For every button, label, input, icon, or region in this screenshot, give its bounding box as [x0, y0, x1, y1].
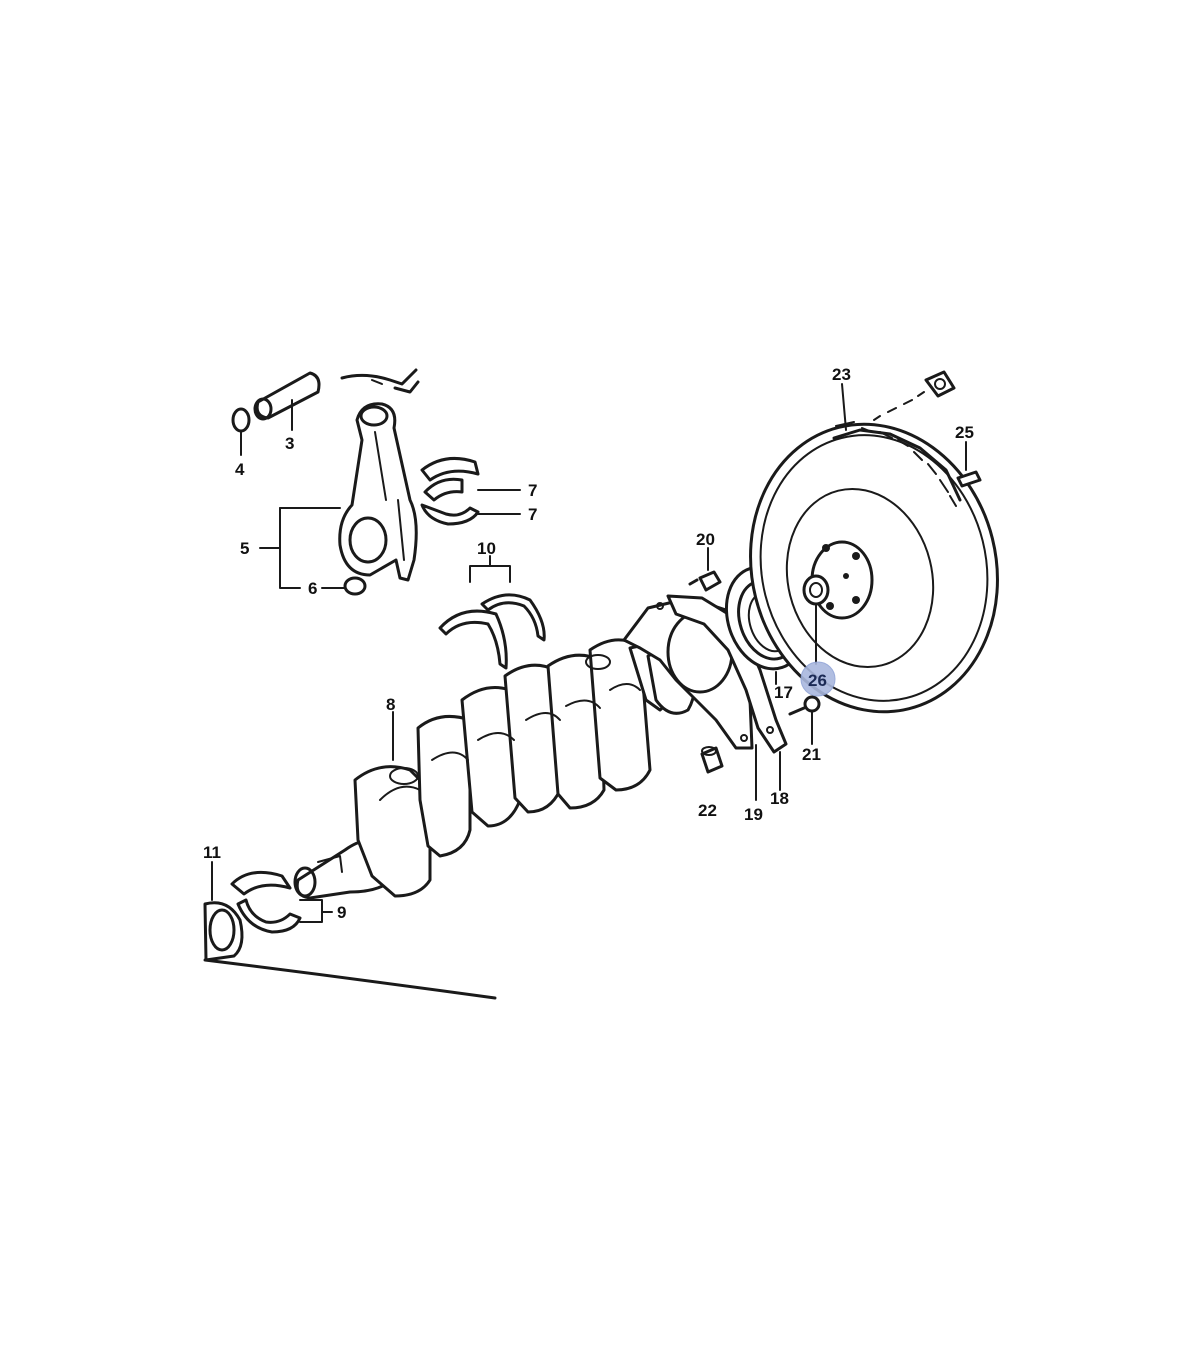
dowel-pin-22 [700, 746, 724, 774]
callout-11: 11 [203, 843, 221, 862]
callout-18: 18 [770, 789, 789, 808]
callout-9: 9 [337, 903, 346, 922]
callout-3: 3 [285, 434, 294, 453]
main-bearing-lower [230, 870, 333, 934]
pilot-bushing [802, 574, 830, 665]
front-oil-seal [203, 861, 244, 962]
callout-7-upper: 7 [528, 481, 537, 500]
callout-20: 20 [696, 530, 715, 549]
callout-7-lower: 7 [528, 505, 537, 524]
callout-5-bracket [259, 507, 346, 589]
crankshaft [293, 638, 696, 900]
bolt-21 [788, 695, 821, 745]
callout-5: 5 [240, 539, 249, 558]
flywheel [749, 421, 999, 714]
callout-8: 8 [386, 695, 395, 714]
connecting-rod [338, 402, 418, 596]
piston-pin [253, 371, 321, 431]
callout-4: 4 [235, 460, 245, 479]
callout-17: 17 [774, 683, 793, 702]
flywheel-bolt [841, 370, 956, 431]
callout-26: 26 [808, 671, 827, 690]
callout-21: 21 [802, 745, 821, 764]
callout-22: 22 [698, 801, 717, 820]
circlip [231, 407, 251, 456]
cylinder-block-edge [203, 958, 497, 1000]
callout-23: 23 [832, 365, 851, 384]
callout-26-highlight [800, 661, 836, 697]
callout-10: 10 [477, 539, 496, 558]
callout-19: 19 [744, 805, 763, 824]
conrod-bearing-lower [420, 503, 521, 526]
callout-6: 6 [308, 579, 317, 598]
callout-25: 25 [955, 423, 974, 442]
thrust-washers [438, 555, 546, 670]
bolt-20 [688, 547, 722, 592]
woodruff-key [956, 441, 982, 488]
piston-partial [340, 368, 420, 394]
conrod-bearing-upper [420, 456, 521, 502]
